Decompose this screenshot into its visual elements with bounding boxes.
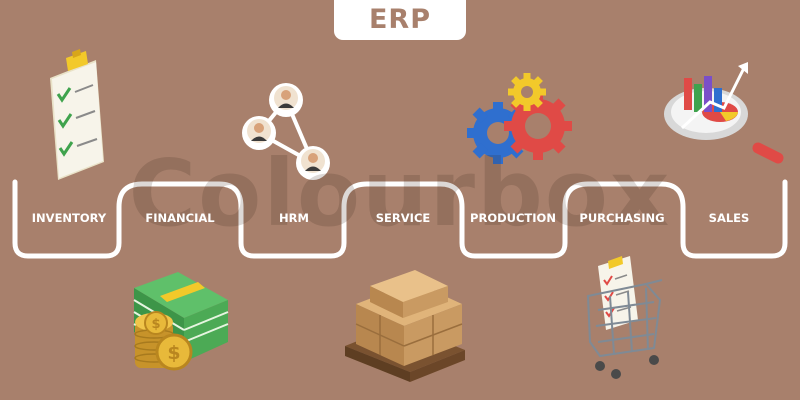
title-tab: ERP — [334, 0, 466, 40]
step-label-inventory: INVENTORY — [31, 211, 107, 225]
step-label-production: PRODUCTION — [470, 211, 556, 225]
shopping-cart-checklist-icon — [586, 256, 663, 379]
step-label-service: SERVICE — [375, 211, 431, 225]
svg-text:$: $ — [167, 342, 180, 364]
process-path — [12, 179, 788, 259]
step-label-hrm: HRM — [279, 211, 309, 225]
people-network-icon — [242, 83, 330, 180]
gears-icon — [467, 73, 572, 164]
step-label-purchasing: PURCHASING — [579, 211, 665, 225]
clipboard-checklist-icon — [50, 49, 104, 180]
step-label-sales: SALES — [708, 211, 750, 225]
boxes-on-pallet-icon — [345, 270, 465, 382]
svg-text:$: $ — [151, 317, 160, 332]
step-label-financial: FINANCIAL — [145, 211, 215, 225]
title-text: ERP — [368, 3, 432, 35]
money-and-coins-icon: $ $ — [133, 272, 229, 371]
chart-magnifier-icon — [664, 62, 784, 164]
